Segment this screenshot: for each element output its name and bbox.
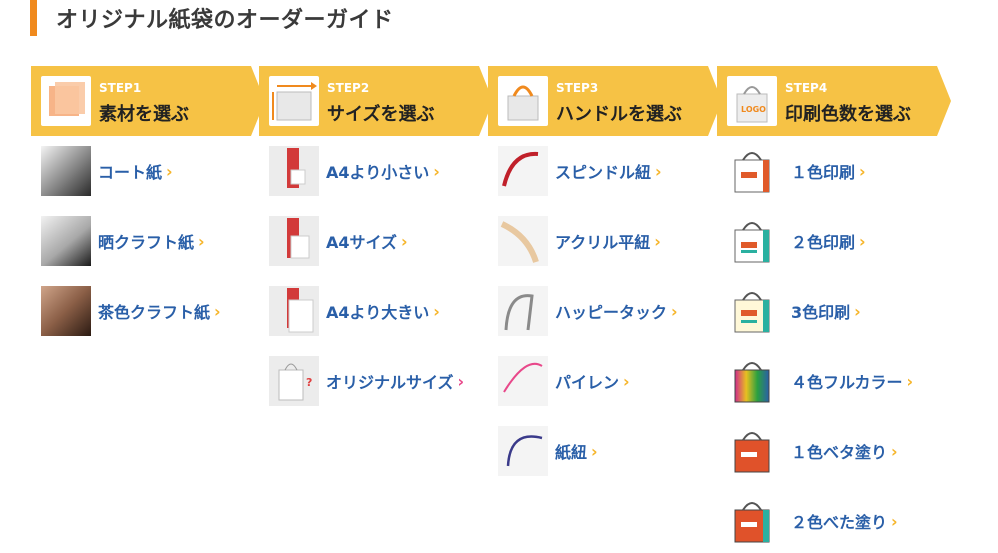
chevron-right-icon: › <box>654 231 661 251</box>
bag-3color-icon <box>727 286 777 336</box>
person-a4-bag-icon <box>269 216 319 266</box>
happy-tack-handle-icon <box>498 286 548 336</box>
chevron-right-icon: › <box>891 441 898 461</box>
handle-bag-icon <box>498 76 548 126</box>
size-original[interactable]: ? オリジナルサイズ › <box>269 356 499 406</box>
size-a4[interactable]: A4サイズ › <box>269 216 499 266</box>
item-label: ４色フルカラー <box>791 373 903 392</box>
page-title: オリジナル紙袋のオーダーガイド <box>56 8 394 33</box>
logo-bag-icon: LOGO <box>727 76 777 126</box>
material-bleached-kraft[interactable]: 晒クラフト紙 › <box>41 216 271 266</box>
material-coated-paper[interactable]: コート紙 › <box>41 146 271 196</box>
size-arrow-bag-icon <box>269 76 319 126</box>
coated-paper-swatch-icon <box>41 146 91 196</box>
item-label: コート紙 <box>98 163 163 182</box>
chevron-right-icon: › <box>166 161 173 181</box>
step3-column: STEP3 ハンドルを選ぶ スピンドル紐 › アクリル平紐 › ハッピータック … <box>488 66 722 476</box>
print-1color[interactable]: １色印刷 › <box>727 146 957 196</box>
material-brown-kraft[interactable]: 茶色クラフト紙 › <box>41 286 271 336</box>
brown-kraft-swatch-icon <box>41 286 91 336</box>
chevron-right-icon: › <box>198 231 205 251</box>
item-label: ２色印刷 <box>791 233 856 252</box>
item-label: A4サイズ <box>326 233 398 252</box>
item-label: １色ベタ塗り <box>791 443 888 462</box>
chevron-right-icon: › <box>433 301 440 321</box>
step3-label: ハンドルを選ぶ <box>556 104 682 125</box>
item-label: オリジナルサイズ <box>326 373 454 392</box>
handle-pylen[interactable]: パイレン › <box>498 356 728 406</box>
step2-number: STEP2 <box>327 81 370 95</box>
item-label: 3色印刷 <box>791 303 851 322</box>
item-label: １色印刷 <box>791 163 856 182</box>
step1-label: 素材を選ぶ <box>99 104 189 125</box>
step2-label: サイズを選ぶ <box>327 104 435 125</box>
bag-1color-solid-icon <box>727 426 777 476</box>
step1-header: STEP1 素材を選ぶ <box>31 66 265 136</box>
step4-column: LOGO STEP4 印刷色数を選ぶ １色印刷 › ２色印刷 › 3色印刷 › <box>717 66 951 546</box>
chevron-right-icon: › <box>401 231 408 251</box>
print-4color-full[interactable]: ４色フルカラー › <box>727 356 957 406</box>
step2-header: STEP2 サイズを選ぶ <box>259 66 493 136</box>
chevron-right-icon: › <box>859 161 866 181</box>
bag-1color-icon <box>727 146 777 196</box>
logo-text: LOGO <box>741 105 766 114</box>
chevron-right-icon: › <box>906 371 914 391</box>
step1-column: STEP1 素材を選ぶ コート紙 › 晒クラフト紙 › 茶色クラフト紙 › <box>31 66 265 336</box>
item-label: パイレン <box>555 373 620 392</box>
chevron-right-icon: › <box>623 371 630 391</box>
chevron-right-icon: › <box>671 301 678 321</box>
bag-2color-solid-icon <box>727 496 777 546</box>
chevron-right-icon: › <box>591 441 598 461</box>
person-small-bag-icon <box>269 146 319 196</box>
chevron-right-icon: › <box>891 511 898 531</box>
handle-paper-cord[interactable]: 紙紐 › <box>498 426 728 476</box>
material-sheets-icon <box>41 76 91 126</box>
size-larger-than-a4[interactable]: A4より大きい › <box>269 286 499 336</box>
custom-size-bag-icon: ? <box>269 356 319 406</box>
item-label: ハッピータック <box>555 303 668 322</box>
chevron-right-icon: › <box>655 161 662 181</box>
step4-number: STEP4 <box>785 81 828 95</box>
item-label: A4より小さい <box>326 163 430 182</box>
step2-column: STEP2 サイズを選ぶ A4より小さい › A4サイズ › A4より大きい › <box>259 66 493 406</box>
print-1color-solid[interactable]: １色ベタ塗り › <box>727 426 957 476</box>
item-label: 茶色クラフト紙 <box>98 303 211 322</box>
chevron-right-icon: › <box>859 231 866 251</box>
print-3color[interactable]: 3色印刷 › <box>727 286 957 336</box>
chevron-right-icon: › <box>433 161 440 181</box>
item-label: スピンドル紐 <box>555 163 652 182</box>
step4-header: LOGO STEP4 印刷色数を選ぶ <box>717 66 951 136</box>
acrylic-flat-cord-icon <box>498 216 548 266</box>
handle-acrylic-flat-cord[interactable]: アクリル平紐 › <box>498 216 728 266</box>
bag-fullcolor-icon <box>727 356 777 406</box>
item-label: A4より大きい <box>326 303 430 322</box>
item-label: 紙紐 <box>555 443 588 462</box>
spindle-cord-icon <box>498 146 548 196</box>
chevron-right-icon: › <box>854 301 861 321</box>
size-smaller-than-a4[interactable]: A4より小さい › <box>269 146 499 196</box>
bleached-kraft-swatch-icon <box>41 216 91 266</box>
step3-header: STEP3 ハンドルを選ぶ <box>488 66 722 136</box>
step1-number: STEP1 <box>99 81 142 95</box>
chevron-right-icon: › <box>214 301 221 321</box>
title-accent-bar <box>30 0 37 36</box>
step4-label: 印刷色数を選ぶ <box>785 104 911 125</box>
pylen-cord-icon <box>498 356 548 406</box>
person-large-bag-icon <box>269 286 319 336</box>
chevron-right-icon: › <box>457 371 465 391</box>
item-label: アクリル平紐 <box>555 233 651 252</box>
print-2color[interactable]: ２色印刷 › <box>727 216 957 266</box>
print-2color-solid[interactable]: ２色べた塗り › <box>727 496 957 546</box>
question-badge: ? <box>306 376 312 389</box>
step3-number: STEP3 <box>556 81 599 95</box>
item-label: ２色べた塗り <box>791 513 888 532</box>
handle-spindle-cord[interactable]: スピンドル紐 › <box>498 146 728 196</box>
item-label: 晒クラフト紙 <box>98 233 195 252</box>
paper-cord-icon <box>498 426 548 476</box>
handle-happy-tack[interactable]: ハッピータック › <box>498 286 728 336</box>
bag-2color-icon <box>727 216 777 266</box>
